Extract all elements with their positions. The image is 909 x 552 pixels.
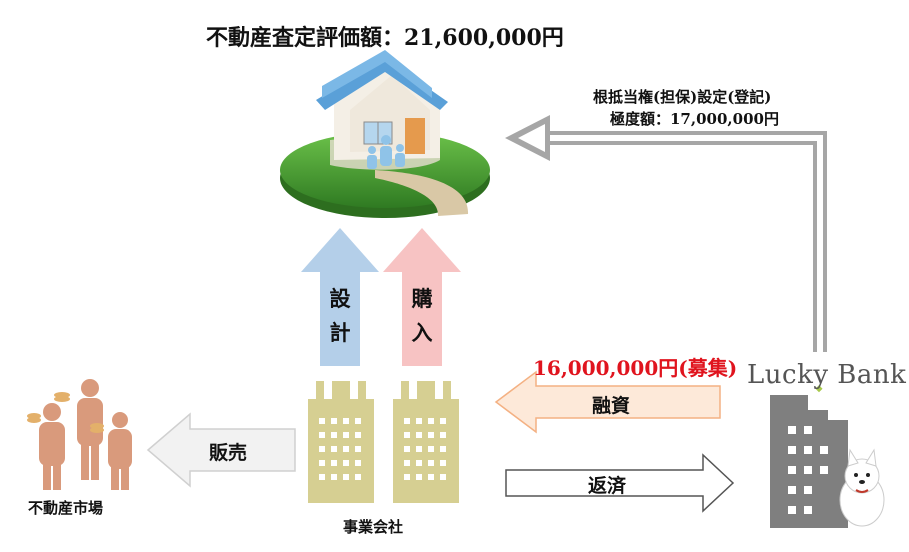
company-label: 事業会社 [343,518,404,536]
bank-building-icon [770,385,848,528]
page-title: 不動産査定評価額：21,600,000円 [206,25,564,51]
sell-arrow [146,412,296,488]
loan-amount-label: 16,000,000円(募集) [533,356,738,380]
company-building-right [393,381,459,503]
lien-limit-label: 極度額：17,000,000円 [610,110,779,128]
repay-label: 返済 [588,475,627,497]
dog-icon [839,448,885,527]
sell-label: 販売 [209,442,248,464]
design-arrow [301,228,379,366]
purchase-arrow [383,228,461,366]
purchase-label: 購入 [411,286,433,345]
bank-name: Lucky Bank [747,360,907,390]
company-building-left [308,381,374,503]
repay-arrow [505,453,735,513]
loan-label: 融資 [592,395,631,417]
design-label: 設計 [329,286,351,345]
lien-arrow [505,115,827,352]
market-label: 不動産市場 [28,499,104,517]
house-illustration [280,50,490,218]
loan-arrow [494,370,721,434]
lien-label: 根抵当権(担保)設定(登記) [593,88,772,106]
market-people-icon [27,379,132,490]
